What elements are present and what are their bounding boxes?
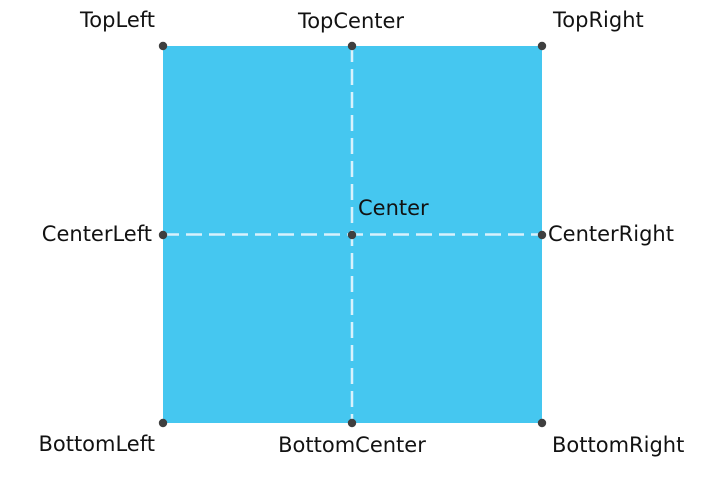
anchor-dot-top-center (347, 41, 357, 51)
anchor-dot-center-left (158, 230, 168, 240)
anchor-label-center-left: CenterLeft (41, 222, 152, 247)
anchor-dot-top-left (158, 41, 168, 51)
anchor-dot-bottom-center (347, 418, 357, 428)
anchor-label-top-left: TopLeft (80, 8, 155, 32)
anchor-label-center: Center (358, 196, 429, 220)
anchor-label-bottom-right: BottomRight (552, 433, 685, 457)
anchor-label-top-right: TopRight (553, 8, 644, 32)
anchor-dot-center-right (537, 230, 547, 240)
anchor-dot-top-right (537, 41, 547, 51)
anchor-dot-bottom-right (537, 418, 547, 428)
anchor-label-bottom-center: BottomCenter (278, 433, 426, 457)
anchor-dot-bottom-left (158, 418, 168, 428)
anchor-label-center-right: CenterRight (548, 222, 674, 247)
anchor-label-bottom-left: BottomLeft (38, 432, 155, 456)
anchor-dot-center (347, 230, 357, 240)
anchor-label-top-center: TopCenter (297, 9, 405, 33)
